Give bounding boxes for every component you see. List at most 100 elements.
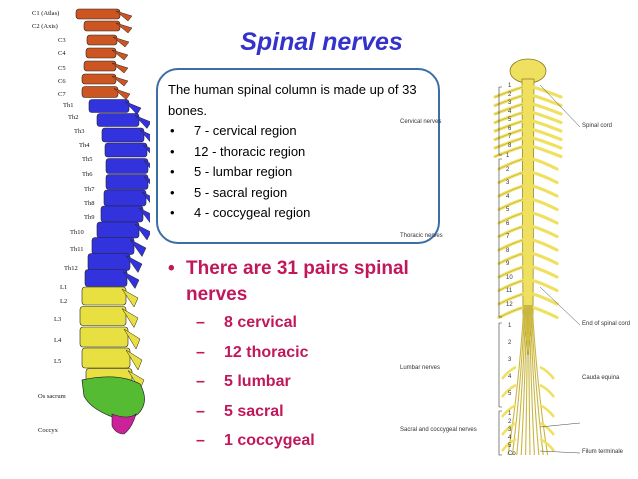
vertebra-label: Th2 xyxy=(68,114,79,121)
thoracic-number: 5 xyxy=(506,207,510,213)
vertebra-label: Th5 xyxy=(82,156,93,163)
thoracic-spinous-process xyxy=(134,223,150,241)
nerve-root-right xyxy=(531,136,563,150)
cervical-number: 3 xyxy=(508,100,512,106)
cervical-number: 8 xyxy=(508,142,512,149)
thoracic-vertebra xyxy=(91,237,135,255)
thoracic-vertebra xyxy=(100,205,144,223)
info-item: •4 - coccygeal region xyxy=(168,203,438,224)
dash-glyph: – xyxy=(196,314,205,331)
thoracic-number: 11 xyxy=(506,288,513,294)
nerve-root-right xyxy=(531,305,559,320)
nerve-root-outline xyxy=(498,158,524,170)
lumbar-root-right xyxy=(539,365,556,380)
cervical-spinous-process xyxy=(115,10,133,22)
cervical-spinous-process xyxy=(115,22,133,34)
dash-glyph: – xyxy=(196,343,205,361)
lumbar-root-left xyxy=(500,437,517,452)
nerve-root-outline xyxy=(494,137,524,149)
nerve-root-left xyxy=(497,251,525,266)
lumbar-root-right xyxy=(539,383,556,398)
cauda-equina-strand xyxy=(525,304,529,456)
lumbar-spinous-process xyxy=(121,308,139,329)
thoracic-vertebra xyxy=(96,221,140,239)
sacral-number: 5 xyxy=(508,443,512,449)
nerve-root-right xyxy=(531,211,559,225)
vertebra-label: Th3 xyxy=(74,128,85,135)
cervical-number: 6 xyxy=(508,125,512,132)
nerve-root-outline xyxy=(498,226,524,237)
thoracic-vertebra xyxy=(105,174,149,190)
nerve-root-outline xyxy=(498,185,524,197)
cervical-number: 4 xyxy=(508,108,512,115)
vertebra-label: Th12 xyxy=(64,265,78,272)
vertebra-label: L2 xyxy=(60,298,68,305)
cervical-vertebra xyxy=(75,8,121,20)
thoracic-spinous-process xyxy=(124,101,142,115)
vertebra-label: C1 (Atlas) xyxy=(32,10,60,17)
nerve-root-right xyxy=(531,127,563,142)
cervical-spinous-process xyxy=(111,75,129,87)
lumbar-root-left xyxy=(500,383,517,398)
cervical-spinous-process xyxy=(113,88,131,100)
vertebra-label: L3 xyxy=(54,316,62,323)
coccyx-shape xyxy=(111,413,137,435)
thoracic-vertebra xyxy=(84,269,128,287)
label-end-of-spinal-cord: End of spinal cord xyxy=(582,321,631,327)
vertebra-label: C7 xyxy=(58,91,66,98)
region-label-lumbar: Lumbar nerves xyxy=(400,365,441,371)
thoracic-spinous-process xyxy=(138,207,150,224)
nerve-root-left xyxy=(497,197,525,212)
leader-line xyxy=(539,450,581,454)
lumbar-root-right xyxy=(539,421,556,436)
cervical-number: 2 xyxy=(508,91,512,98)
thoracic-number: 12 xyxy=(506,301,513,308)
cauda-equina-strand xyxy=(531,304,549,456)
vertebra-label: L5 xyxy=(54,358,62,365)
cervical-number: 5 xyxy=(508,117,512,123)
dash-glyph: – xyxy=(196,432,205,449)
sub-item: – 5 sacral xyxy=(196,403,396,433)
sub-item: – 8 cervical xyxy=(196,314,396,344)
thoracic-number: 10 xyxy=(506,274,513,281)
thoracic-spinous-process xyxy=(139,129,150,143)
cervical-spinous-process xyxy=(111,62,129,74)
thoracic-vertebra xyxy=(105,158,149,174)
cauda-equina-strand xyxy=(516,304,527,456)
nerve-root-right xyxy=(531,265,559,279)
sub-item-text: 5 sacral xyxy=(224,402,284,420)
nerve-root-outline xyxy=(494,103,524,115)
info-intro: The human spinal column is made up of 33… xyxy=(168,82,417,118)
vertebra-label: Coccyx xyxy=(38,427,58,434)
nerve-root-outline xyxy=(498,212,524,224)
thoracic-spinous-process xyxy=(142,144,150,154)
thoracic-spinous-process xyxy=(143,160,150,169)
thoracic-vertebra xyxy=(96,113,140,127)
info-item: •5 - lumbar region xyxy=(168,162,438,183)
region-bracket xyxy=(498,158,502,318)
lumbar-root-right xyxy=(539,437,556,452)
info-item-text: 7 - cervical region xyxy=(194,123,297,138)
vertebra-label: Th11 xyxy=(70,246,84,253)
lumbar-root-left xyxy=(500,421,517,436)
main-bullet: • There are 31 pairs spinal nerves xyxy=(168,256,413,308)
thoracic-vertebra xyxy=(87,253,131,271)
nerve-root-outline xyxy=(498,253,524,264)
thoracic-number: 4 xyxy=(506,193,510,200)
region-label-cervical: Cervical nerves xyxy=(400,119,442,125)
cauda-equina-strand xyxy=(528,304,535,456)
nerve-root-left xyxy=(497,305,525,320)
bullet-glyph: • xyxy=(168,258,175,279)
sub-item-text: 8 cervical xyxy=(224,314,297,331)
region-bracket xyxy=(498,86,502,156)
sacral-number: 4 xyxy=(508,435,512,441)
nerve-root-left xyxy=(497,157,525,171)
nerve-root-outline xyxy=(498,266,524,278)
vertebra-label: Th8 xyxy=(84,200,95,207)
sub-item-text: 5 lumbar xyxy=(224,373,291,390)
dash-glyph: – xyxy=(196,402,205,420)
vertebra-label: C3 xyxy=(58,37,66,44)
sub-item: –5 lumbar xyxy=(196,373,396,403)
nerve-root-right xyxy=(531,238,559,252)
lumbar-number: 3 xyxy=(508,357,512,363)
